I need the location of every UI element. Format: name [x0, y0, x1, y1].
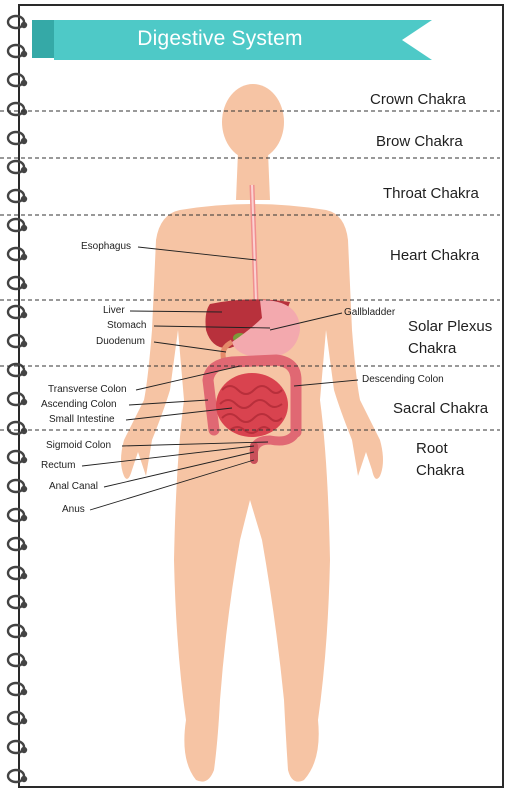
spiral-hole	[20, 195, 28, 203]
spiral-hole	[20, 659, 28, 667]
chakra-throat: Throat Chakra	[383, 185, 479, 202]
spiral-hole	[20, 50, 28, 58]
spiral-binding	[6, 14, 28, 784]
spiral-hole	[20, 79, 28, 87]
chakra-brow: Brow Chakra	[376, 133, 463, 150]
spiral-hole	[20, 746, 28, 754]
chakra-dividers	[0, 110, 500, 431]
label-gallbladder: Gallbladder	[344, 307, 396, 318]
colon-organ	[202, 354, 302, 438]
label-anus: Anus	[62, 504, 85, 515]
label-small-intestine: Small Intestine	[49, 414, 115, 425]
page-title: Digestive System	[137, 27, 303, 50]
spiral-hole	[20, 282, 28, 290]
spiral-hole	[20, 775, 28, 783]
spiral-hole	[20, 688, 28, 696]
spiral-hole	[20, 253, 28, 261]
label-descending-colon: Descending Colon	[362, 374, 444, 385]
spiral-hole	[20, 398, 28, 406]
title-banner	[32, 20, 432, 60]
label-duodenum: Duodenum	[96, 336, 145, 347]
chakra-solar-plexus: Solar Plexus Chakra	[408, 316, 492, 360]
spiral-hole	[20, 485, 28, 493]
spiral-hole	[20, 166, 28, 174]
label-liver: Liver	[103, 305, 125, 316]
chakra-heart: Heart Chakra	[390, 247, 480, 264]
label-sigmoid-colon: Sigmoid Colon	[46, 440, 112, 451]
spiral-hole	[20, 340, 28, 348]
spiral-hole	[20, 456, 28, 464]
label-ascending-colon: Ascending Colon	[41, 399, 117, 410]
leader-lines	[81, 246, 359, 511]
spiral-hole	[20, 137, 28, 145]
chakra-crown: Crown Chakra	[370, 91, 466, 108]
chakra-root-line1: Root	[416, 440, 448, 457]
chakra-root: Root Chakra	[416, 438, 464, 482]
label-esophagus: Esophagus	[81, 241, 132, 252]
label-transverse-colon: Transverse Colon	[48, 384, 127, 395]
spiral-hole	[20, 630, 28, 638]
chakra-root-line2: Chakra	[416, 462, 465, 479]
stomach-organ	[232, 300, 300, 358]
spiral-hole	[20, 369, 28, 377]
spiral-hole	[20, 514, 28, 522]
label-stomach: Stomach	[107, 320, 147, 331]
human-body	[121, 84, 383, 782]
label-rectum: Rectum	[41, 460, 76, 471]
label-anal-canal: Anal Canal	[49, 481, 98, 492]
chakra-solar-plexus-line1: Solar Plexus	[408, 318, 493, 335]
spiral-hole	[20, 572, 28, 580]
chakra-solar-plexus-line2: Chakra	[408, 340, 457, 357]
spiral-hole	[20, 311, 28, 319]
spiral-hole	[20, 717, 28, 725]
spiral-hole	[20, 543, 28, 551]
spiral-hole	[20, 601, 28, 609]
chakra-sacral: Sacral Chakra	[393, 400, 489, 417]
spiral-hole	[20, 21, 28, 29]
spiral-hole	[20, 224, 28, 232]
